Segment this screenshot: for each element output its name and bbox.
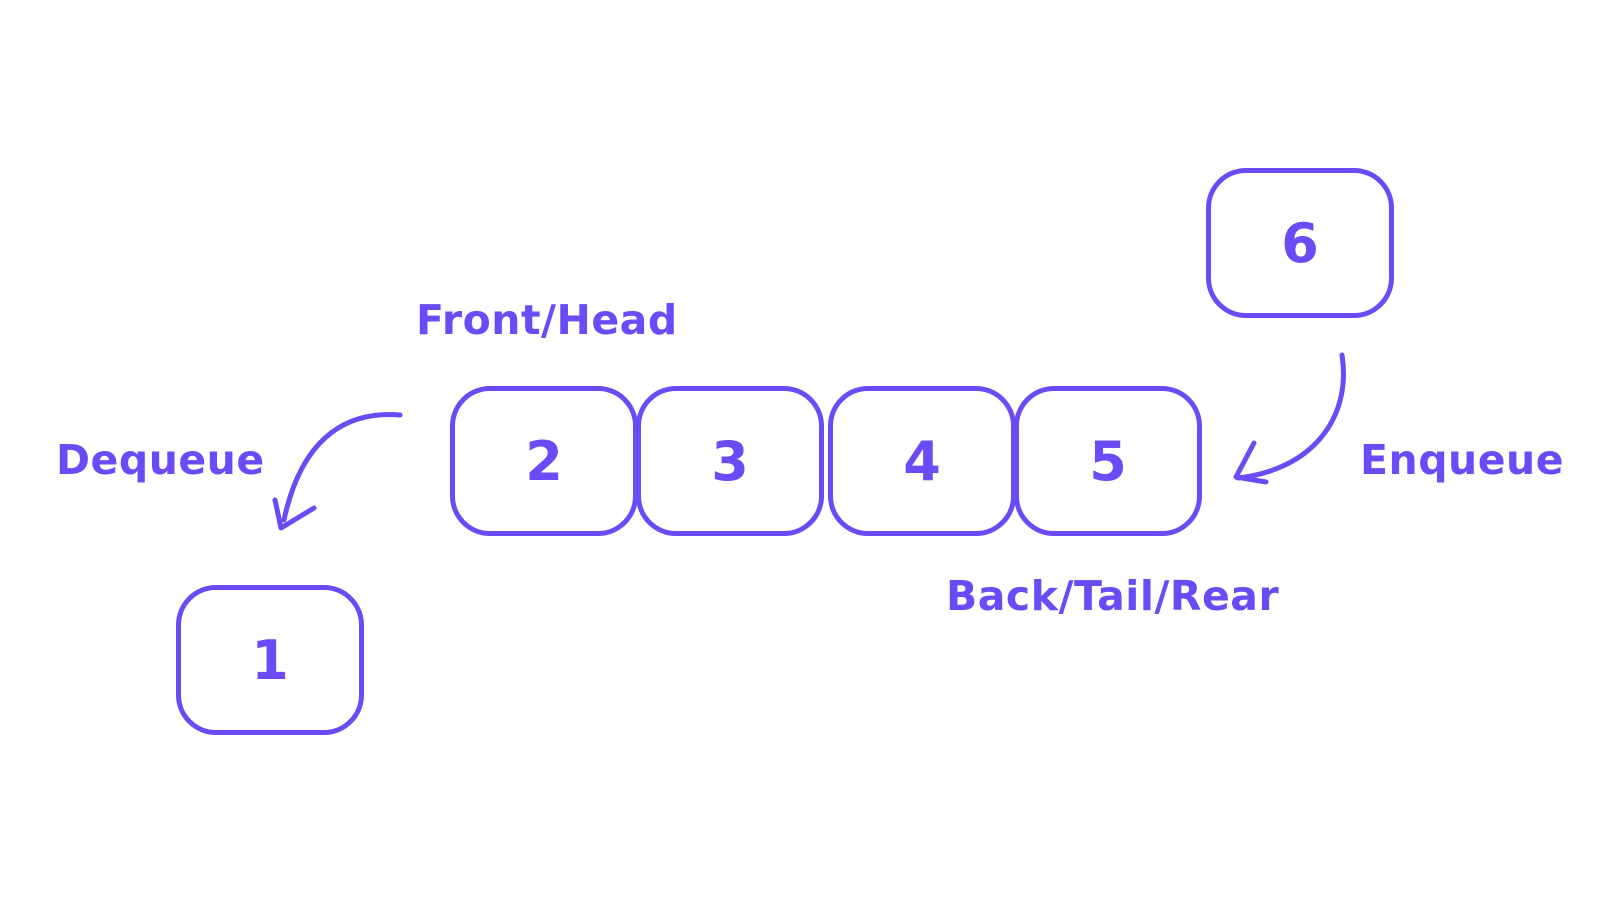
queue-item-4: 4 <box>828 386 1016 536</box>
dequeue-arrow-icon <box>281 412 403 523</box>
enqueue-arrowhead-icon <box>1233 440 1269 485</box>
enqueue-label: Enqueue <box>1360 436 1565 484</box>
enqueued-item-value: 6 <box>1281 211 1319 275</box>
dequeue-label: Dequeue <box>56 436 265 484</box>
queue-item-5: 5 <box>1014 386 1202 536</box>
back-label: Back/Tail/Rear <box>946 572 1280 620</box>
enqueued-item: 6 <box>1206 168 1394 318</box>
queue-item-value: 2 <box>525 429 563 493</box>
enqueue-arrow-icon <box>1235 352 1346 481</box>
queue-item-2: 2 <box>450 386 638 536</box>
dequeued-item-value: 1 <box>251 628 289 692</box>
front-label: Front/Head <box>416 296 678 344</box>
queue-item-3: 3 <box>636 386 824 536</box>
queue-item-value: 3 <box>711 429 749 493</box>
dequeued-item: 1 <box>176 585 364 735</box>
dequeue-arrowhead-icon <box>272 497 317 531</box>
queue-item-value: 5 <box>1089 429 1127 493</box>
queue-item-value: 4 <box>903 429 941 493</box>
